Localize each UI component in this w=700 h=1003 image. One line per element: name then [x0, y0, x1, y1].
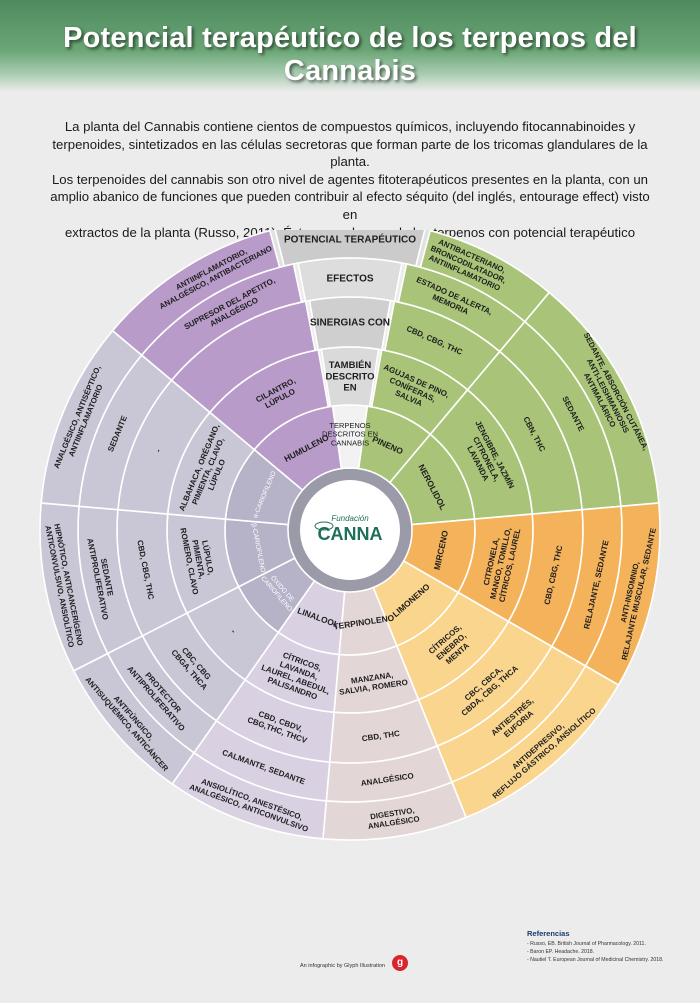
- intro-line: amplio abanico de funciones que pueden c…: [50, 189, 650, 222]
- glyph-logo-icon: g: [392, 955, 408, 971]
- reference-item: - Nautiel T. European Journal of Medicin…: [527, 957, 664, 963]
- credit-line: An infographic by Glyph Illustration: [300, 963, 385, 969]
- center-fundacion-label: Fundación: [331, 514, 369, 523]
- header-banner: [0, 0, 700, 92]
- page-title: Potencial terapéutico de los terpenos de…: [63, 22, 637, 87]
- references: Referencias - Russo, EB. British Journal…: [527, 930, 697, 964]
- center-disc: [300, 480, 400, 580]
- header-potencial-label: POTENCIAL TERAPÉUTICO: [284, 233, 416, 246]
- sinergias-label-acario: -: [154, 447, 163, 453]
- potencial-segment-acario: [40, 329, 143, 508]
- potencial-segment-humuleno: [111, 230, 281, 357]
- references-title: Referencias: [527, 929, 570, 938]
- intro-paragraph: La planta del Cannabis contiene cientos …: [50, 118, 650, 276]
- tambien-label-oxido: -: [229, 627, 238, 635]
- intro-line: Los terpenoides del cannabis son otro ni…: [51, 171, 649, 187]
- header-efectos-label: EFECTOS: [326, 274, 373, 285]
- reference-item: - Russo, EB. British Journal of Pharmaco…: [527, 941, 646, 947]
- center-canna-logo: CANNA: [318, 524, 383, 544]
- canna-atom-icon: [314, 521, 334, 531]
- header-potencial-wedge: [274, 230, 426, 268]
- intro-line: La planta del Cannabis contiene cientos …: [64, 119, 636, 134]
- intro-line: terpenoides, sintetizados en las células…: [52, 136, 648, 170]
- reference-item: - Baron EP. Headache. 2018.: [527, 949, 595, 955]
- header-sinergias-label: SINERGIAS CON: [310, 318, 390, 329]
- terpene-wheel-diagram: POTENCIAL TERAPÉUTICO EFECTOS SINERGIAS CO…: [39, 230, 661, 841]
